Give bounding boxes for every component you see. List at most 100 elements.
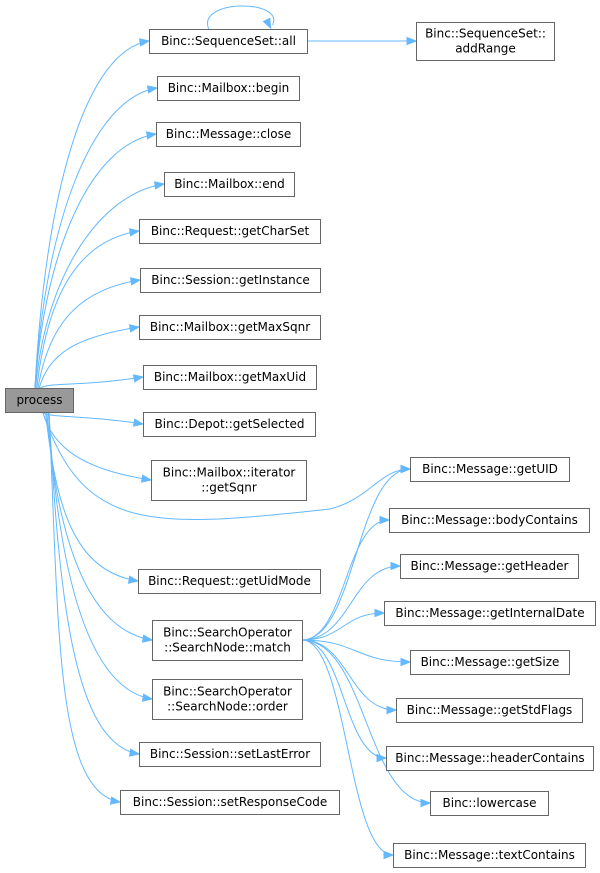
node-process[interactable]: process xyxy=(5,388,74,413)
node-msg-headercontains[interactable]: Binc::Message::headerContains xyxy=(386,746,594,771)
edge-so-match-to-msg-textcontains xyxy=(301,639,394,856)
node-msg-textcontains-box xyxy=(393,843,586,868)
node-label: Binc::Request::getCharSet xyxy=(151,224,310,238)
node-label: Binc::SequenceSet:: xyxy=(425,27,546,41)
edge-so-match-to-msg-getinternaldate xyxy=(301,612,385,641)
node-label: Binc::Session::setResponseCode xyxy=(133,795,327,809)
edge-so-match-to-msg-textcontains-arrowhead xyxy=(383,850,395,860)
node-ss-addrange[interactable]: Binc::SequenceSet::addRange xyxy=(416,22,555,61)
node-label: Binc::Session::getInstance xyxy=(151,273,309,287)
edge-so-match-to-msg-bodycontains xyxy=(301,519,390,641)
edges xyxy=(34,5,432,860)
node-req-getcharset[interactable]: Binc::Request::getCharSet xyxy=(139,219,321,244)
edge-process-to-mb-getmaxuid xyxy=(40,376,144,389)
node-label: Binc::Message::getInternalDate xyxy=(395,606,584,620)
edge-process-to-sess-setresponsecode xyxy=(48,411,121,803)
node-msg-bodycontains[interactable]: Binc::Message::bodyContains xyxy=(389,508,590,533)
node-ss-addrange-box xyxy=(416,22,555,61)
node-ss-all-box xyxy=(149,29,308,54)
edge-so-match-to-msg-getstdflags-arrowhead xyxy=(386,705,398,715)
node-sess-getinstance-box xyxy=(140,268,321,293)
node-mb-getmaxuid[interactable]: Binc::Mailbox::getMaxUid xyxy=(143,365,317,390)
node-label: Binc::Depot::getSelected xyxy=(155,417,305,431)
node-so-match-box xyxy=(152,620,303,661)
node-label: Binc::Mailbox::end xyxy=(174,177,285,191)
node-msg-textcontains[interactable]: Binc::Message::textContains xyxy=(393,843,586,868)
node-label: addRange xyxy=(455,42,516,56)
edge-process-to-mb-getmaxsqnr-arrowhead xyxy=(128,324,141,333)
node-so-order-box xyxy=(152,679,303,720)
edge-process-to-sess-setlasterror-arrowhead xyxy=(128,748,141,757)
node-label: Binc::Message::getUID xyxy=(422,462,558,476)
edge-process-to-msg-close-arrowhead xyxy=(145,131,158,140)
node-label: ::SearchNode::match xyxy=(164,641,291,655)
node-msg-close[interactable]: Binc::Message::close xyxy=(156,122,301,147)
edge-so-match-to-msg-getstdflags xyxy=(301,639,397,711)
node-mb-getmaxuid-box xyxy=(143,365,317,390)
node-mb-end[interactable]: Binc::Mailbox::end xyxy=(164,172,295,197)
node-label: Binc::Message::getHeader xyxy=(411,559,569,573)
node-mb-iter-getsqnr-box xyxy=(151,460,307,501)
node-sess-setresponsecode[interactable]: Binc::Session::setResponseCode xyxy=(120,790,340,815)
edge-so-match-to-msg-getheader xyxy=(301,565,401,641)
node-msg-getinternaldate[interactable]: Binc::Message::getInternalDate xyxy=(384,601,596,626)
node-mb-getmaxsqnr[interactable]: Binc::Mailbox::getMaxSqnr xyxy=(139,315,321,340)
edge-ss-all-to-ss-all xyxy=(207,5,275,30)
edge-process-to-req-getcharset-arrowhead xyxy=(128,228,141,237)
node-msg-getstdflags[interactable]: Binc::Message::getStdFlags xyxy=(396,698,583,723)
edge-process-to-so-match-arrowhead xyxy=(141,634,154,643)
edge-so-match-to-msg-bodycontains-arrowhead xyxy=(379,515,391,525)
node-so-order[interactable]: Binc::SearchOperator::SearchNode::order xyxy=(152,679,303,720)
node-label: Binc::Session::setLastError xyxy=(150,747,310,761)
edge-ss-all-to-ss-addrange-arrowhead xyxy=(406,36,418,46)
edge-process-to-ss-all xyxy=(34,40,150,389)
node-mb-getmaxsqnr-box xyxy=(139,315,321,340)
node-msg-getsize-box xyxy=(410,650,570,675)
node-mb-iter-getsqnr[interactable]: Binc::Mailbox::iterator::getSqnr xyxy=(151,460,307,501)
node-req-getuidmode-box xyxy=(138,569,321,594)
edge-process-to-sess-getinstance-arrowhead xyxy=(129,277,142,286)
node-msg-headercontains-box xyxy=(386,746,594,771)
edge-process-to-depot-getselected xyxy=(41,411,144,425)
edge-so-match-to-msg-getsize xyxy=(301,639,411,663)
node-so-match[interactable]: Binc::SearchOperator::SearchNode::match xyxy=(152,620,303,661)
edge-process-to-sess-getinstance xyxy=(37,279,141,389)
node-label: ::getSqnr xyxy=(201,481,257,495)
node-mb-end-box xyxy=(164,172,295,197)
node-sess-setresponsecode-box xyxy=(120,790,340,815)
node-label: Binc::SearchOperator xyxy=(163,626,292,640)
node-label: Binc::Message::getSize xyxy=(421,655,560,669)
edge-process-to-mb-begin xyxy=(34,87,158,389)
node-msg-close-box xyxy=(156,122,301,147)
node-label: ::SearchNode::order xyxy=(167,700,288,714)
node-label: Binc::Message::getStdFlags xyxy=(407,703,573,717)
node-req-getuidmode[interactable]: Binc::Request::getUidMode xyxy=(138,569,321,594)
node-lowercase-box xyxy=(430,791,549,816)
node-depot-getselected[interactable]: Binc::Depot::getSelected xyxy=(143,412,316,437)
edge-so-match-to-msg-getuid-arrowhead xyxy=(400,464,412,474)
node-msg-getheader[interactable]: Binc::Message::getHeader xyxy=(400,554,579,579)
node-label: Binc::Request::getUidMode xyxy=(148,574,311,588)
node-label: Binc::Mailbox::getMaxUid xyxy=(154,370,306,384)
edge-so-match-to-msg-getinternaldate-arrowhead xyxy=(374,608,386,618)
node-msg-getsize[interactable]: Binc::Message::getSize xyxy=(410,650,570,675)
edge-process-to-sess-setlasterror xyxy=(48,411,140,755)
edge-so-match-to-msg-getsize-arrowhead xyxy=(400,657,412,667)
node-sess-getinstance[interactable]: Binc::Session::getInstance xyxy=(140,268,321,293)
node-msg-getuid[interactable]: Binc::Message::getUID xyxy=(410,457,570,482)
node-sess-setlasterror-box xyxy=(139,742,321,767)
node-mb-begin[interactable]: Binc::Mailbox::begin xyxy=(157,76,300,101)
nodes: process Binc::SequenceSet::all Binc::Seque… xyxy=(5,22,596,868)
node-ss-all[interactable]: Binc::SequenceSet::all xyxy=(149,29,308,54)
node-sess-setlasterror[interactable]: Binc::Session::setLastError xyxy=(139,742,321,767)
node-lowercase[interactable]: Binc::lowercase xyxy=(430,791,549,816)
node-label: Binc::SequenceSet::all xyxy=(161,34,296,48)
edge-so-match-to-msg-getheader-arrowhead xyxy=(390,561,402,571)
edge-so-match-to-lowercase-arrowhead xyxy=(420,798,432,808)
edge-process-to-so-order-arrowhead xyxy=(141,693,154,702)
node-label: Binc::Message::close xyxy=(166,127,291,141)
edge-process-to-req-getcharset xyxy=(36,230,140,389)
edge-process-to-mb-getmaxuid-arrowhead xyxy=(132,374,145,383)
